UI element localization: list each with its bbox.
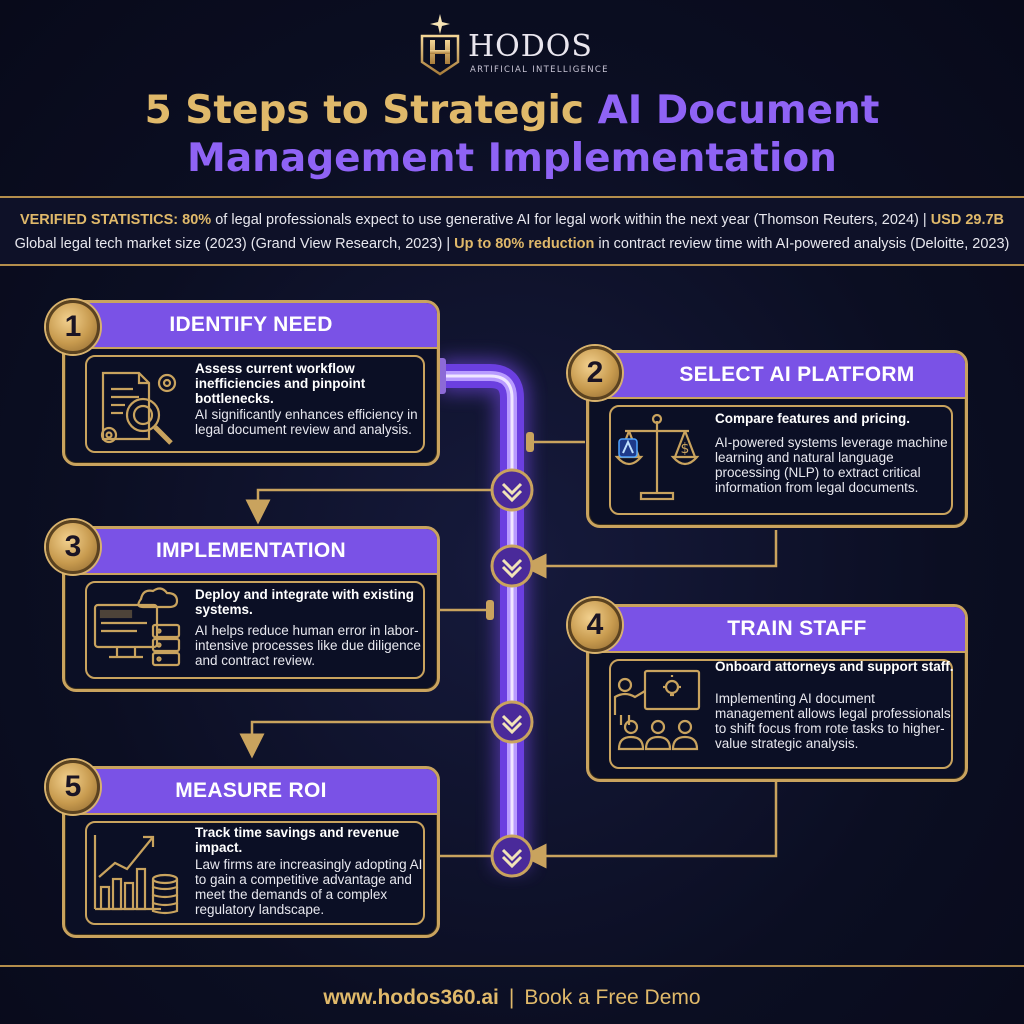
brand-logo: HODOS ARTIFICIAL INTELLIGENCE: [418, 14, 618, 76]
chevron-node-4: [490, 834, 534, 878]
step-body-5: [85, 821, 425, 925]
statistics-banner: VERIFIED STATISTICS: 80% of legal profes…: [0, 196, 1024, 266]
step-lead-1: Assess current workflow inefficiencies a…: [195, 361, 366, 406]
footer-separator: |: [508, 986, 515, 1009]
step-card-2: SELECT AI PLATFORM $ Compare features an…: [586, 350, 968, 528]
stat-text-2: Global legal tech market size (2023) (Gr…: [14, 236, 455, 252]
footer: www.hodos360.ai | Book a Free Demo: [0, 986, 1024, 1010]
step-number-badge-1: 1: [46, 300, 100, 354]
stats-label: VERIFIED STATISTICS:: [19, 212, 179, 228]
chevron-node-1: [490, 468, 534, 512]
step-number-badge-3: 3: [46, 520, 100, 574]
step-card-1: IDENTIFY NEED Assess current workflow in…: [62, 300, 440, 466]
stat-value-3: Up to 80% reduction: [454, 236, 595, 252]
step-lead-2: Compare features and pricing.: [715, 411, 911, 426]
balance-scale-icon: $: [614, 413, 700, 501]
presenter-audience-icon: [613, 669, 701, 751]
step-title-4: TRAIN STAFF: [589, 607, 965, 653]
page-title-line-1: 5 Steps to Strategic AI Document: [0, 88, 1024, 134]
step-title-5: MEASURE ROI: [65, 769, 437, 815]
document-magnifier-gear-icon: [100, 371, 177, 445]
page-title-line-2: Management Implementation: [187, 136, 837, 181]
stat-text-1: of legal professionals expect to use gen…: [211, 212, 931, 228]
title-gold-part: 5 Steps to Strategic: [144, 88, 598, 133]
stats-line-1: VERIFIED STATISTICS: 80% of legal profes…: [0, 212, 1024, 228]
step-text-3: AI helps reduce human error in labor-int…: [195, 623, 421, 668]
step-text-2: AI-powered systems leverage machine lear…: [715, 435, 948, 495]
step-lead-5: Track time savings and revenue impact.: [195, 825, 400, 855]
step-lead-3: Deploy and integrate with existing syste…: [195, 587, 415, 617]
brand-tagline: ARTIFICIAL INTELLIGENCE: [470, 65, 609, 75]
stats-line-2: Global legal tech market size (2023) (Gr…: [0, 236, 1024, 252]
book-demo-link[interactable]: Book a Free Demo: [524, 986, 701, 1009]
stat-text-3: in contract review time with AI-powered …: [594, 236, 1010, 252]
step-title-3: IMPLEMENTATION: [65, 529, 437, 575]
step-lead-4: Onboard attorneys and support staff.: [715, 659, 954, 674]
step-title-1: IDENTIFY NEED: [65, 303, 437, 349]
step-card-5: MEASURE ROI Track time savings and reven…: [62, 766, 440, 938]
website-link[interactable]: www.hodos360.ai: [323, 986, 499, 1009]
title-violet-part: AI Document: [597, 88, 880, 133]
step-number-badge-5: 5: [46, 760, 100, 814]
monitor-cloud-server-icon: [93, 587, 181, 667]
stat-value-2: USD 29.7B: [930, 212, 1005, 228]
step-body-2: [609, 405, 953, 515]
chevron-node-2: [490, 544, 534, 588]
stat-value-1: 80%: [182, 212, 212, 228]
step-text-5: Law firms are increasingly adopting AI t…: [195, 857, 423, 917]
step-number-badge-2: 2: [568, 346, 622, 400]
step-card-3: IMPLEMENTATION Deploy and integrate with…: [62, 526, 440, 692]
step-title-2: SELECT AI PLATFORM: [589, 353, 965, 399]
step-text-4: Implementing AI document management allo…: [715, 691, 951, 751]
step-card-4: TRAIN STAFF Onboard attorneys and suppor…: [586, 604, 968, 782]
hodos-logo-icon: [420, 14, 460, 76]
step-body-1: [85, 355, 425, 453]
footer-divider: [0, 965, 1024, 967]
step-body-4: [609, 659, 953, 769]
brand-name: HODOS: [468, 29, 593, 64]
chevron-node-3: [490, 700, 534, 744]
step-text-1: AI significantly enhances efficiency in …: [195, 407, 418, 437]
step-body-3: [85, 581, 425, 679]
growth-chart-coins-icon: [93, 835, 179, 915]
svg-text:$: $: [681, 441, 690, 457]
step-number-badge-4: 4: [568, 598, 622, 652]
